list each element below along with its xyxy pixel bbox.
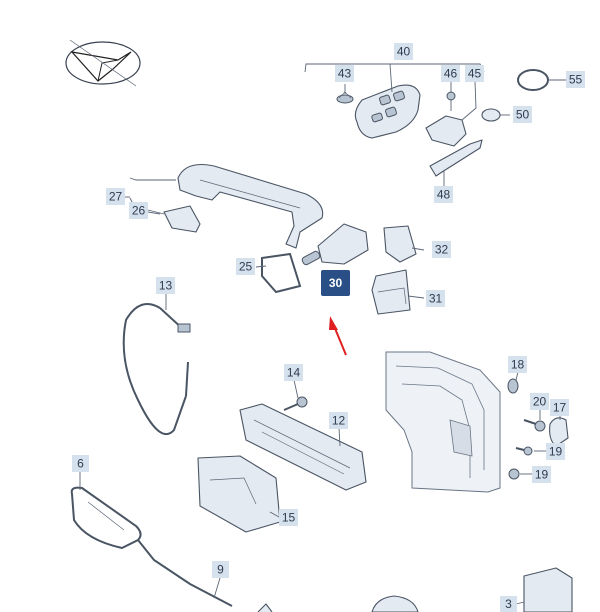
part-label-14[interactable]: 14 — [284, 364, 303, 381]
screw-14 — [283, 396, 308, 411]
key-blade — [429, 139, 483, 177]
svg-text:48: 48 — [437, 188, 451, 202]
part-label-12[interactable]: 12 — [329, 412, 348, 429]
release-cable — [122, 303, 191, 436]
part-label-3[interactable]: 3 — [500, 596, 517, 612]
battery-disc — [481, 108, 501, 122]
svg-text:27: 27 — [109, 190, 123, 204]
part-label-18[interactable]: 18 — [508, 356, 527, 373]
lock-cylinder — [301, 223, 369, 266]
part-label-9[interactable]: 9 — [212, 561, 229, 578]
svg-text:30: 30 — [329, 276, 343, 290]
part-label-32[interactable]: 32 — [432, 241, 451, 258]
part-label-26[interactable]: 26 — [129, 202, 148, 219]
svg-text:46: 46 — [444, 67, 458, 81]
cylinder-cap — [383, 225, 417, 263]
inner-handle — [70, 486, 142, 550]
part-label-25[interactable]: 25 — [236, 258, 255, 275]
handle-seal — [163, 205, 201, 233]
o-ring — [517, 69, 549, 91]
part-label-13[interactable]: 13 — [156, 277, 175, 294]
part-label-50[interactable]: 50 — [513, 106, 532, 123]
svg-text:17: 17 — [553, 401, 567, 415]
part-label-55[interactable]: 55 — [566, 71, 585, 88]
part-label-30[interactable]: 30 — [321, 270, 350, 296]
part-label-31[interactable]: 31 — [426, 290, 445, 307]
mounting-bracket — [197, 455, 281, 533]
inner-cable — [137, 539, 233, 607]
svg-text:43: 43 — [338, 67, 352, 81]
svg-text:18: 18 — [511, 358, 525, 372]
screw-19-lower — [508, 468, 520, 480]
svg-text:3: 3 — [505, 597, 512, 611]
screw-20 — [523, 419, 546, 432]
svg-text:19: 19 — [549, 445, 563, 459]
handle-carrier — [239, 403, 367, 491]
lock-motor — [371, 595, 419, 612]
svg-text:25: 25 — [239, 260, 253, 274]
svg-text:14: 14 — [287, 366, 301, 380]
door-lock — [523, 567, 573, 612]
highlight-arrow — [329, 316, 347, 356]
key-fob — [354, 84, 421, 139]
svg-text:50: 50 — [516, 108, 530, 122]
svg-text:6: 6 — [77, 457, 84, 471]
part-label-45[interactable]: 45 — [465, 65, 484, 82]
svg-text:13: 13 — [159, 279, 173, 293]
svg-text:40: 40 — [397, 45, 411, 59]
svg-text:12: 12 — [332, 414, 346, 428]
cover-cap — [549, 417, 569, 447]
screw-46 — [446, 91, 456, 111]
lock-bracket — [371, 269, 411, 315]
plug-cap — [507, 378, 519, 394]
svg-text:19: 19 — [535, 468, 549, 482]
leader-lines — [79, 63, 566, 605]
part-label-19-upper[interactable]: 19 — [546, 443, 565, 460]
svg-text:55: 55 — [569, 73, 583, 87]
part-label-46[interactable]: 46 — [441, 65, 460, 82]
view-direction-icon — [65, 39, 141, 87]
battery-cell — [336, 91, 354, 104]
part-label-27[interactable]: 27 — [106, 188, 125, 205]
svg-text:9: 9 — [217, 563, 224, 577]
key-cover — [425, 115, 467, 147]
part-label-20[interactable]: 20 — [530, 393, 549, 410]
part-label-48[interactable]: 48 — [434, 186, 453, 203]
svg-text:26: 26 — [132, 204, 146, 218]
part-label-43[interactable]: 43 — [335, 65, 354, 82]
part-label-6[interactable]: 6 — [72, 455, 89, 472]
part-label-40[interactable]: 40 — [394, 43, 413, 60]
screw-19-upper — [515, 446, 533, 456]
door-handle — [177, 163, 324, 249]
part-label-19-lower[interactable]: 19 — [532, 466, 551, 483]
svg-text:31: 31 — [429, 292, 443, 306]
svg-text:32: 32 — [435, 243, 449, 257]
svg-text:15: 15 — [282, 511, 296, 525]
part-label-15[interactable]: 15 — [279, 509, 298, 526]
door-panel — [385, 351, 501, 493]
cylinder-gasket — [261, 252, 302, 294]
svg-text:45: 45 — [468, 67, 482, 81]
svg-text:20: 20 — [533, 395, 547, 409]
part-label-17[interactable]: 17 — [550, 399, 569, 416]
